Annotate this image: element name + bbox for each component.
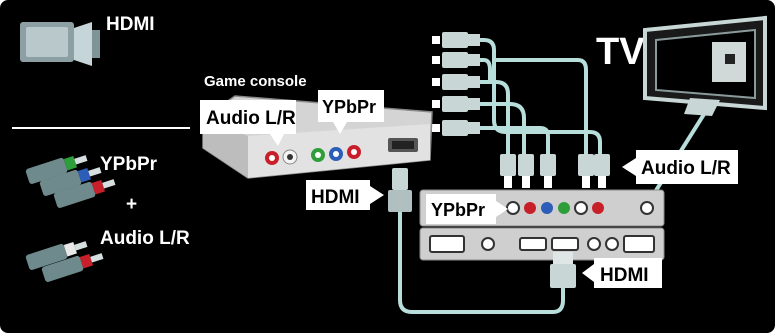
legend-ypbpr-plugs-icon	[25, 155, 116, 208]
tv-connection-panel-lower	[419, 227, 665, 261]
game-console-ypbpr-tag: YPbPr	[318, 90, 384, 134]
callout-ypbpr-tv: YPbPr	[426, 194, 508, 224]
svg-text:HDMI: HDMI	[311, 187, 360, 208]
tv-label: TV	[596, 31, 645, 73]
legend-hdmi-label: HDMI	[106, 14, 155, 35]
cable-lines	[398, 38, 737, 314]
legend-ypbpr-label: YPbPr	[100, 154, 158, 175]
svg-text:YPbPr: YPbPr	[322, 97, 376, 117]
svg-text:YPbPr: YPbPr	[431, 200, 485, 220]
game-console-title: Game console	[204, 73, 307, 90]
svg-text:HDMI: HDMI	[600, 265, 649, 286]
callout-hdmi-left: HDMI	[306, 180, 384, 210]
legend-audio-plugs-icon	[25, 241, 104, 282]
game-console-jacks	[265, 145, 361, 165]
tv-input-plugs-icon	[500, 154, 610, 188]
console-hdmi-plug-icon	[388, 168, 412, 212]
callout-hdmi-bottom: HDMI	[582, 258, 662, 288]
plug-stack-icon	[432, 32, 480, 136]
callout-audio-right: Audio L/R	[622, 150, 738, 184]
svg-text:Audio L/R: Audio L/R	[641, 158, 731, 179]
legend-plus-label: +	[126, 194, 137, 215]
game-console-audio-tag: Audio L/R	[200, 100, 296, 146]
tv-icon	[643, 15, 767, 116]
legend-hdmi-plug-icon	[20, 22, 100, 66]
tv-hdmi-plug-icon	[550, 252, 576, 288]
legend-audio-label: Audio L/R	[100, 228, 190, 249]
svg-text:Audio L/R: Audio L/R	[206, 108, 296, 129]
